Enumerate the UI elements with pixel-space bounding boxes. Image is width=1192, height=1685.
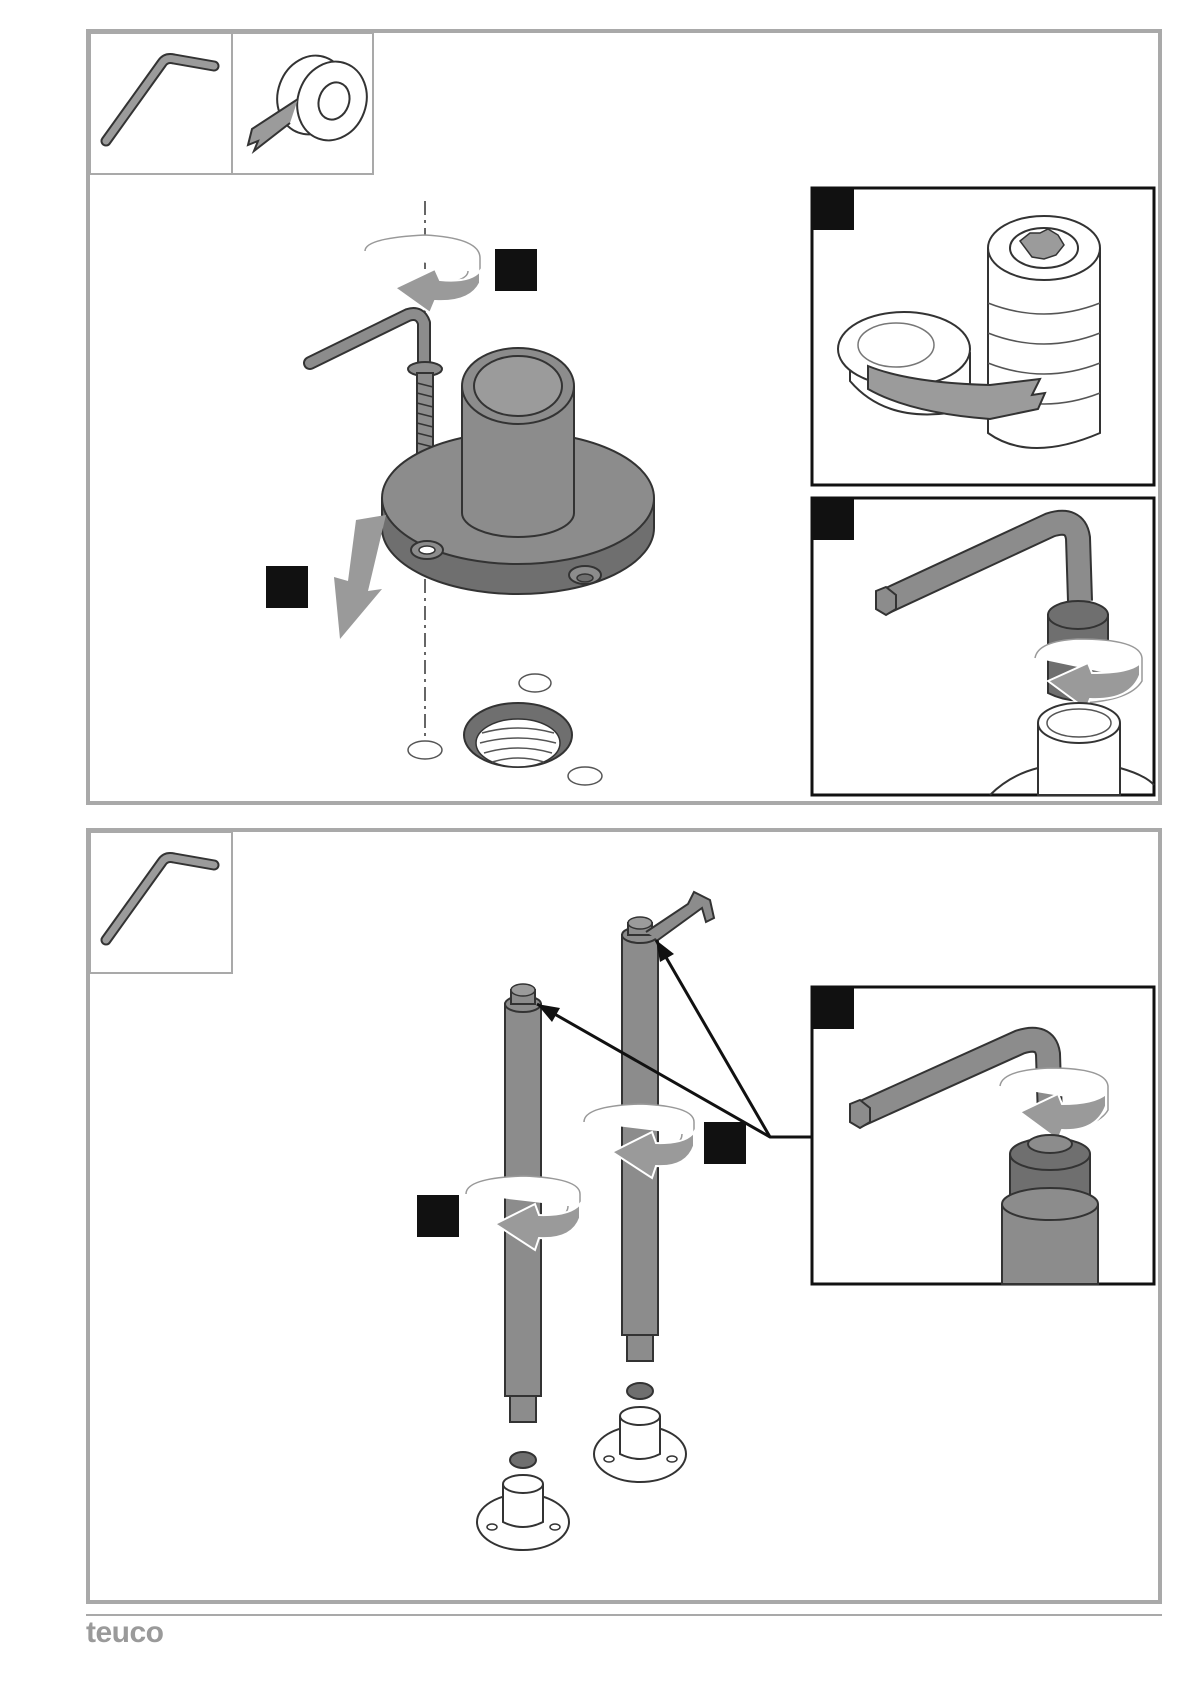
brand-logo: teuco: [86, 1616, 164, 1650]
footer-divider: [86, 1614, 1162, 1616]
tool-box-hex-key: [90, 33, 232, 174]
assembly-panel-2: [86, 828, 1162, 1604]
step-marker-7: [812, 987, 854, 1029]
panel-1-illustration: [90, 33, 1166, 809]
detail-inset-tape: [812, 188, 1154, 485]
left-flange: [477, 1475, 569, 1550]
tool-box-hex-key-2: [90, 832, 232, 973]
panel-2-illustration: [90, 832, 1166, 1608]
ptfe-tape-icon: [248, 46, 378, 151]
right-flange: [594, 1407, 686, 1482]
down-arrow: [334, 515, 386, 639]
step-marker-2: [266, 566, 308, 608]
step-marker-4: [812, 498, 854, 540]
detail-inset-hex-key-2: [812, 987, 1154, 1284]
rotation-arrow-counterclockwise: [365, 235, 480, 313]
step-marker-1: [495, 249, 537, 291]
assembly-panel-1: [86, 29, 1162, 805]
rotation-arrow-right-pipe: [584, 1104, 694, 1178]
detail-inset-hex-key: [812, 498, 1154, 795]
step-marker-3: [812, 188, 854, 230]
rotation-arrow-left-pipe: [466, 1176, 580, 1250]
tool-box-ptfe-tape: [232, 33, 378, 174]
step-marker-5: [704, 1122, 746, 1164]
step-marker-6: [417, 1195, 459, 1237]
floor-holes: [408, 674, 602, 785]
